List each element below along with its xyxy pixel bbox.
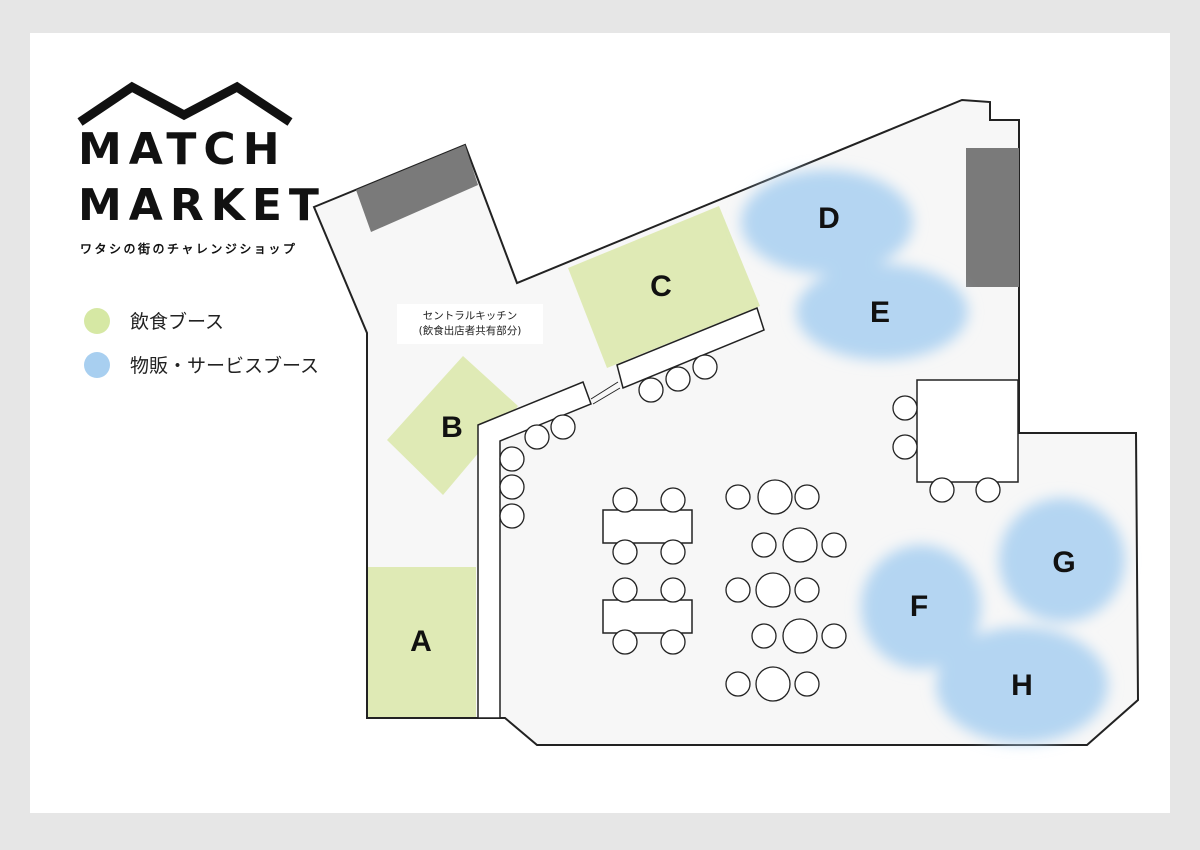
chair [524,424,550,450]
counter-strip [477,381,592,719]
logo-line2: MARKET [78,180,326,231]
chair [725,671,751,697]
chair [794,484,820,510]
chair [892,434,918,460]
chair [725,577,751,603]
booth-b-area [387,356,518,495]
table-square [916,379,1019,483]
booth-g-label[interactable]: G [1052,546,1076,579]
logo-line1: MATCH [78,124,287,175]
chair [660,539,686,565]
legend-food: 飲食ブース [84,307,224,334]
chair [929,477,955,503]
round-table [755,666,791,702]
chair [751,532,777,558]
legend-retail: 物販・サービスブース [84,351,319,378]
chair [550,414,576,440]
table [602,599,693,634]
round-table [782,618,818,654]
legend-food-dot [84,307,110,334]
booth-f-area [861,545,981,669]
booth-h-label[interactable]: H [1011,669,1033,702]
chair [499,503,525,529]
booth-g-area [999,498,1125,622]
legend-retail-dot [84,351,110,378]
chair [794,671,820,697]
booth-a-label[interactable]: A [410,625,432,658]
chair [660,629,686,655]
chair [692,354,718,380]
kitchen-label: セントラルキッチン (飲食出店者共有部分) [397,304,543,344]
chair [638,377,664,403]
booth-d-area [741,170,913,274]
fixture-top-left [356,145,478,232]
booth-e-label[interactable]: E [869,296,891,329]
booth-e-area [796,264,968,360]
chair [660,487,686,513]
chair [665,366,691,392]
booth-b-label[interactable]: B [441,411,463,444]
chair [499,446,525,472]
legend-food-label: 飲食ブース [130,311,225,333]
table [602,509,693,544]
booth-f-label[interactable]: F [909,590,929,623]
kitchen-subtitle: (飲食出店者共有部分) [418,325,522,337]
chair [725,484,751,510]
counter-c [616,306,765,390]
chair [660,577,686,603]
chair [612,577,638,603]
kitchen-title: セントラルキッチン [422,310,518,322]
legend-retail-label: 物販・サービスブース [130,355,320,377]
round-table [757,479,793,515]
booth-d-label[interactable]: D [818,202,840,235]
booth-a-area [368,567,476,717]
round-table [755,572,791,608]
chair [612,629,638,655]
logo-tagline: ワタシの街のチャレンジショップ [80,242,298,256]
chair [751,623,777,649]
chair [794,577,820,603]
chair [821,532,847,558]
chair [892,395,918,421]
booth-c-area [568,206,760,368]
chair [612,539,638,565]
logo-roof-icon [77,81,293,126]
booth-c-label[interactable]: C [650,270,672,303]
chair [821,623,847,649]
chair [975,477,1001,503]
booth-h-area [936,627,1108,743]
chair [612,487,638,513]
chair [499,474,525,500]
fixture-right [966,148,1019,287]
round-table [782,527,818,563]
